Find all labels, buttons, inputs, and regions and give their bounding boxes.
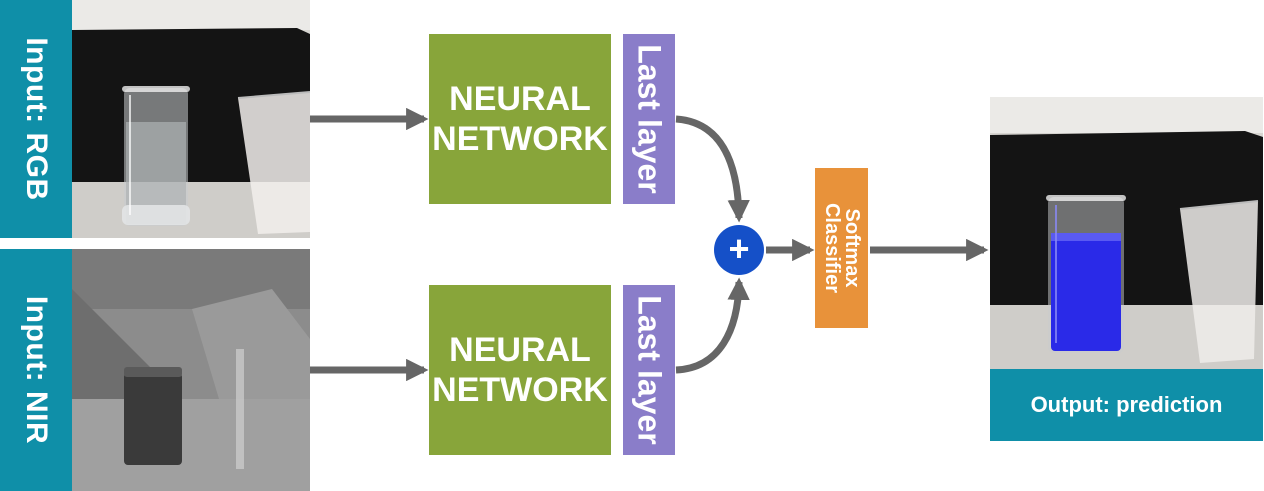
neural-network-nir-label: NEURAL NETWORK [432, 331, 608, 409]
output-prediction-text: Output: prediction [1030, 392, 1223, 417]
rgb-input-label-text: Input: RGB [20, 37, 53, 201]
fusion-plus-icon: + [714, 225, 764, 275]
last-layer-rgb-label: Last layer [631, 44, 668, 194]
nir-input-label-text: Input: NIR [20, 295, 53, 445]
last-layer-rgb-box: Last layer [623, 34, 675, 204]
neural-network-rgb-label: NEURAL NETWORK [432, 80, 608, 158]
arrow-top-branch-to-fusion [675, 115, 750, 223]
output-prediction-label: Output: prediction [990, 369, 1263, 441]
softmax-label: Softmax [840, 208, 863, 288]
classifier-label: Classifier [820, 202, 843, 294]
nir-input-image [72, 249, 310, 491]
rgb-input-image [72, 0, 310, 238]
last-layer-nir-box: Last layer [623, 285, 675, 455]
neural-network-nir-box: NEURAL NETWORK [429, 285, 611, 455]
output-prediction-image [990, 97, 1263, 369]
neural-network-rgb-box: NEURAL NETWORK [429, 34, 611, 204]
arrow-bottom-branch-to-fusion [675, 277, 750, 374]
rgb-input-label: Input: RGB [0, 0, 72, 238]
nir-input-label: Input: NIR [0, 249, 72, 491]
last-layer-nir-label: Last layer [631, 295, 668, 445]
softmax-classifier-box: Softmax Classifier [815, 168, 868, 328]
